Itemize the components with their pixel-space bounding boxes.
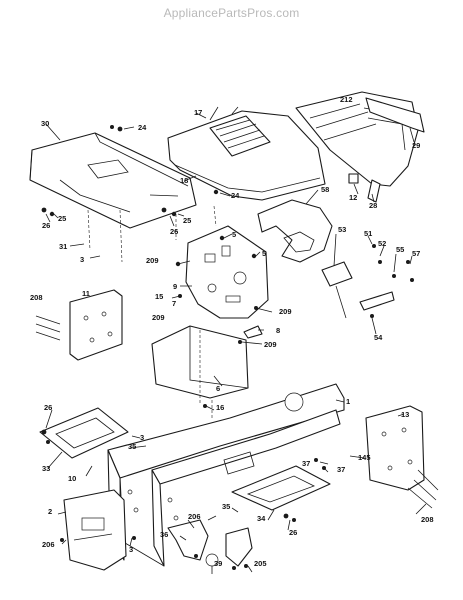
leader-lines: [45, 106, 427, 574]
callout-209-left: 209: [152, 313, 165, 322]
callout-145: 145: [358, 453, 371, 462]
callout-35-lower: 35: [222, 502, 231, 511]
callout-10: 10: [68, 474, 77, 483]
callout-9: 9: [173, 282, 178, 291]
part-34-right-footrest: [231, 465, 331, 511]
callout-3-rear: 3: [129, 545, 134, 554]
fasteners: [41, 125, 414, 570]
callout-209-lower: 209: [264, 340, 277, 349]
callout-206-left: 206: [42, 540, 55, 549]
part-6-support-plate: [151, 325, 249, 418]
callout-205: 205: [254, 559, 267, 568]
callout-34: 34: [257, 514, 266, 523]
callout-15: 15: [155, 292, 164, 301]
part-36-bracket: [167, 519, 253, 567]
callout-26-lower: 26: [289, 528, 298, 537]
part-8-clip: [243, 325, 263, 339]
part-11-left-panel: [35, 289, 123, 361]
part-13-right-panel: [365, 405, 439, 509]
callout-3-frame: 3: [140, 433, 145, 442]
part-17-hood: [167, 110, 326, 201]
part-53-lever: [321, 261, 353, 319]
callout-39: 39: [214, 559, 223, 568]
part-212-grille: [295, 91, 425, 187]
part-9-dash-panel: [185, 225, 269, 319]
callout-8: 8: [276, 326, 281, 335]
callout-26-footrest: 26: [44, 403, 53, 412]
callout-33: 33: [42, 464, 51, 473]
callout-29: 29: [412, 141, 421, 150]
callout-2: 2: [48, 507, 53, 516]
part-54-link: [359, 291, 395, 311]
callout-36: 36: [160, 530, 169, 539]
callout-26: 26: [42, 221, 51, 230]
callout-11: 11: [82, 289, 90, 298]
part-33-left-footrest: [39, 407, 129, 459]
callout-209-right: 209: [279, 307, 292, 316]
callout-7: 7: [172, 299, 177, 308]
callout-17: 17: [194, 108, 203, 117]
callout-31: 31: [59, 242, 68, 251]
callout-57: 57: [412, 249, 421, 258]
callout-28: 28: [369, 201, 378, 210]
callout-208-right: 208: [421, 515, 434, 524]
callout-52: 52: [378, 239, 387, 248]
part-2-rear-plate: [63, 489, 127, 571]
callout-5: 5: [232, 230, 237, 239]
callout-5-right: 5: [262, 249, 267, 258]
alignment-guides: [87, 205, 217, 263]
watermark: AppliancePartsPros.com: [163, 6, 300, 20]
callout-16: 16: [216, 403, 225, 412]
callout-37-right: 37: [337, 465, 346, 474]
callout-26-right: 26: [170, 227, 179, 236]
callout-25-right: 25: [183, 216, 192, 225]
callout-24: 24: [138, 123, 147, 132]
callout-212: 212: [340, 95, 353, 104]
callout-209: 209: [146, 256, 159, 265]
callout-1: 1: [346, 397, 351, 406]
callout-18: 18: [180, 176, 189, 185]
part-58-dash-cover: [257, 199, 333, 263]
callout-25: 25: [58, 214, 67, 223]
part-12-clip: [348, 173, 359, 184]
callout-3: 3: [80, 255, 85, 264]
callout-12: 12: [349, 193, 358, 202]
callout-24-lower: 24: [231, 191, 240, 200]
callout-37: 37: [302, 459, 311, 468]
callout-51: 51: [364, 229, 373, 238]
callout-30: 30: [41, 119, 50, 128]
callout-58: 58: [321, 185, 330, 194]
callout-6: 6: [216, 384, 221, 393]
callout-54: 54: [374, 333, 383, 342]
callout-53: 53: [338, 225, 347, 234]
part-28-light: [367, 179, 381, 203]
callout-13: 13: [401, 410, 410, 419]
callout-208: 208: [30, 293, 43, 302]
part-30-fender-cover: [29, 132, 197, 229]
callout-35: 35: [128, 442, 137, 451]
callout-206: 206: [188, 512, 201, 521]
callout-55: 55: [396, 245, 405, 254]
